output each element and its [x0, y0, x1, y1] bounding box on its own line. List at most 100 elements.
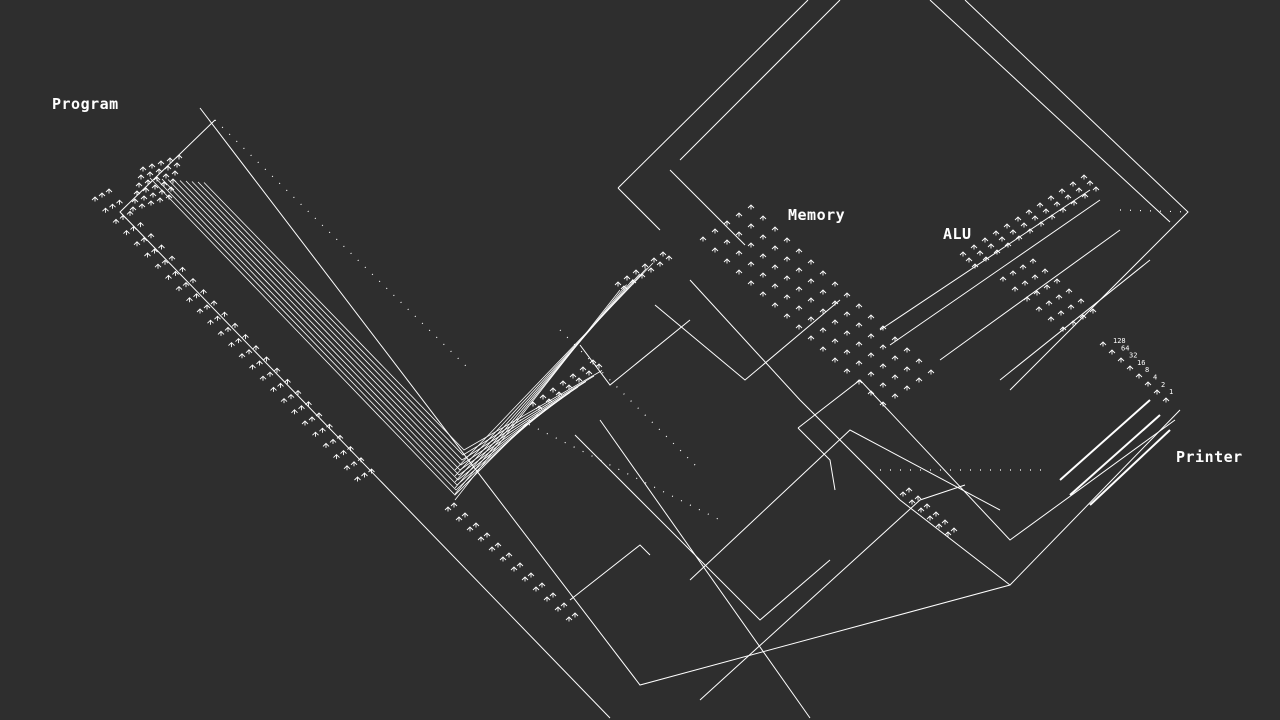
program-bus-wire [204, 183, 602, 451]
memory-cell-gate [880, 345, 886, 350]
alu-gate [966, 258, 972, 263]
alu-lower-gate [1022, 281, 1028, 286]
program-rom-gate [145, 253, 151, 258]
alu-gate [1043, 209, 1049, 214]
memory-cell-gate [748, 224, 754, 229]
alu-gate [1049, 215, 1055, 220]
output-gate [900, 492, 906, 497]
bus-upper-wire [455, 274, 640, 482]
memory-cell-gate [712, 229, 718, 234]
memory-cell-gate [892, 356, 898, 361]
program-counter-gate [147, 172, 153, 177]
memory-cell-gate [748, 262, 754, 267]
program-rom-gate [208, 320, 214, 325]
printer-feed-line-b [1070, 415, 1160, 495]
output-gate [906, 488, 912, 493]
program-rom-gate [138, 223, 144, 228]
program-rom-gate [355, 477, 361, 482]
bus-upper-wire [455, 290, 620, 500]
alu-gate [1004, 224, 1010, 229]
printer-input-gate [1145, 382, 1151, 387]
program-counter-gate [148, 201, 154, 206]
program-rom-gate [288, 395, 294, 400]
memory-cell-gate [772, 284, 778, 289]
memory-cell-gate [844, 350, 850, 355]
output-gate [927, 516, 933, 521]
memory-cell-gate [700, 237, 706, 242]
printer-input-gate [1154, 390, 1160, 395]
alu-gate [1048, 196, 1054, 201]
alu-feed-a [880, 190, 1090, 330]
memory-cell-gate [796, 325, 802, 330]
program-rom-gate [218, 331, 224, 336]
lower-register-gate [484, 533, 490, 538]
program-rom-gate [197, 309, 203, 314]
alu-gate [988, 244, 994, 249]
alu-gate [1026, 210, 1032, 215]
program-rom-gate [110, 204, 116, 209]
lower-register-gate [462, 513, 468, 518]
program-counter-gate [140, 167, 146, 172]
program-counter-gate [157, 198, 163, 203]
alu-lower-gate [1048, 317, 1054, 322]
alu-lower-gate [1044, 285, 1050, 290]
program-rom-gate [180, 267, 186, 272]
alu-lower-gate [1032, 275, 1038, 280]
input-gate [660, 252, 666, 257]
lower-register-gate [500, 557, 506, 562]
printer-frame [798, 380, 1175, 540]
memory-frame-right-inner [930, 0, 1170, 222]
memory-cell-gate [772, 246, 778, 251]
memory-cell-gate [772, 303, 778, 308]
memory-cell-gate [928, 370, 934, 375]
alu-lower-gate [1046, 301, 1052, 306]
lower-register-gate [544, 597, 550, 602]
memory-cell-gate [892, 375, 898, 380]
program-rom-gate [187, 298, 193, 303]
program-rom-gate [215, 316, 221, 321]
memory-cell-gate [820, 347, 826, 352]
memory-cell-gate [868, 334, 874, 339]
bus-upper-wire [455, 285, 627, 494]
memory-cell-gate [904, 348, 910, 353]
program-counter-gate [139, 204, 145, 209]
alu-gate [1037, 203, 1043, 208]
memory-cell-gate [868, 391, 874, 396]
memory-cell-gate [736, 251, 742, 256]
alu-label: ALU [943, 225, 972, 243]
memory-cell-gate [712, 248, 718, 253]
program-rom-gate [225, 327, 231, 332]
bus-upper-wire [455, 263, 653, 470]
memory-lower-diag [690, 280, 1010, 585]
program-counter-gate [174, 163, 180, 168]
input-gate [648, 268, 654, 273]
lower-register-gate [445, 507, 451, 512]
memory-cell-gate [844, 312, 850, 317]
output-gate [942, 520, 948, 525]
memory-cell-gate [808, 298, 814, 303]
buffer-gate [550, 388, 556, 393]
printer-bit-label: 1 [1169, 388, 1173, 396]
lower-register-gate [566, 617, 572, 622]
program-rom-gate [306, 402, 312, 407]
program-rom-gate [131, 227, 137, 232]
memory-cell-gate [820, 290, 826, 295]
printer-bit-label: 4 [1153, 374, 1157, 382]
memory-cell-gate [760, 235, 766, 240]
alu-gate [1016, 236, 1022, 241]
program-rom-gate [183, 283, 189, 288]
buffer-gate [570, 374, 576, 379]
alu-lower-gate [1010, 271, 1016, 276]
memory-cell-gate [796, 249, 802, 254]
program-counter-gate [150, 193, 156, 198]
alu-lower-gate [1078, 299, 1084, 304]
memory-cell-gate [760, 292, 766, 297]
program-rom-gate [176, 287, 182, 292]
program-rom-gate [281, 399, 287, 404]
program-rom-gate [271, 387, 277, 392]
alu-gate [982, 238, 988, 243]
program-counter-gate [149, 164, 155, 169]
output-gate [909, 500, 915, 505]
memory-cell-gate [892, 337, 898, 342]
buffer-gate [560, 381, 566, 386]
